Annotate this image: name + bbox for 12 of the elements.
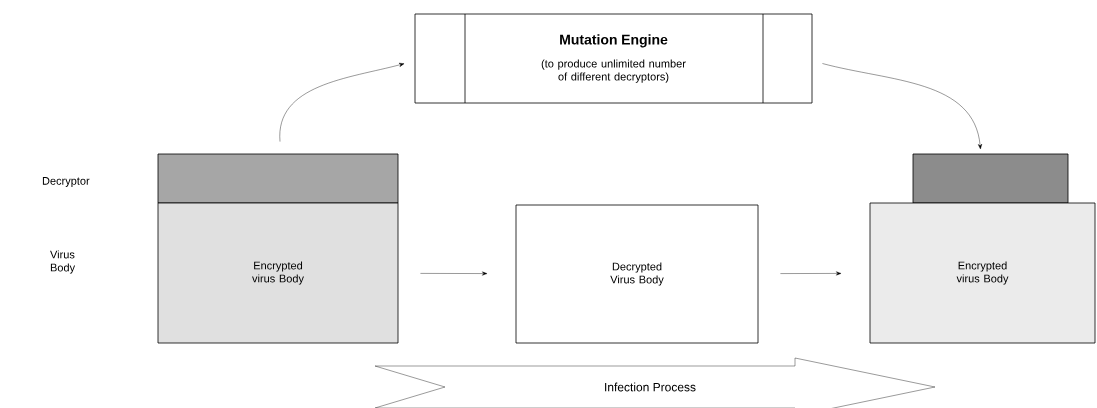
side-label: Decryptor: [42, 177, 90, 187]
side-label: Virus Body: [50, 250, 76, 274]
arrow: [780, 271, 842, 276]
arrow: [420, 271, 488, 276]
engine-box: Mutation Engine (to produce unlimited number of different decryptors): [414, 13, 813, 104]
virus-body-block: Encrypted virus Body: [157, 202, 399, 344]
virus-body-block: Encrypted virus Body: [869, 202, 1096, 344]
virus-body-block: Decrypted Virus Body: [515, 204, 759, 344]
arrow: [822, 63, 983, 150]
decryptor-block: [157, 153, 399, 204]
decryptor-block: [912, 153, 1069, 204]
arrow: [279, 62, 405, 142]
